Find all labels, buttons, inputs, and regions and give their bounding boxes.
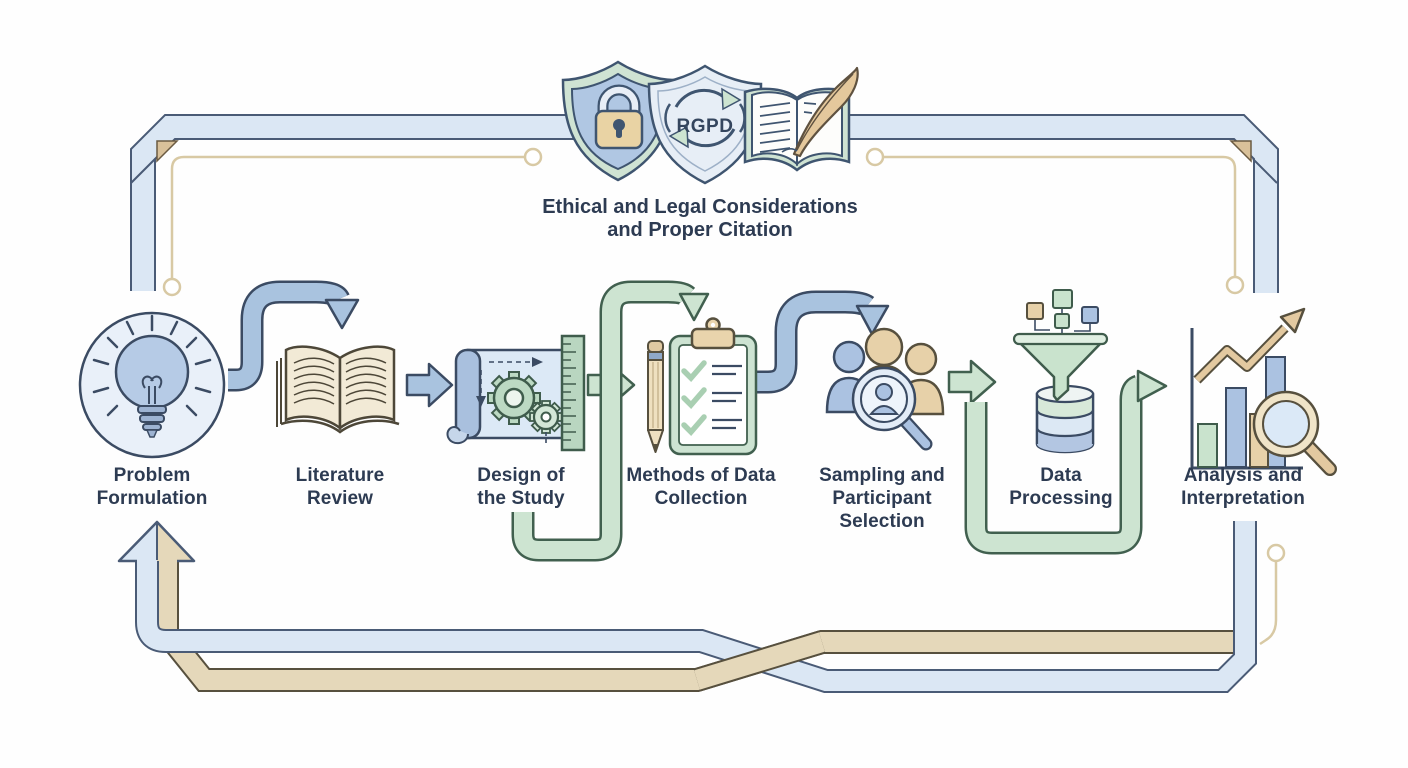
step-label-data-processing: Data Processing xyxy=(1009,465,1113,509)
chart-magnifier-icon xyxy=(1190,307,1337,476)
step-label-sampling-selection: Sampling and Participant Selection xyxy=(819,465,945,532)
cycle-arrow-bottom xyxy=(682,128,736,148)
circuit-node xyxy=(1225,275,1245,295)
step-label-methods-collection: Methods of Data Collection xyxy=(626,465,776,509)
rgpd-badge-label: RGPD xyxy=(676,116,734,137)
magnifier xyxy=(851,366,933,451)
book-page-lines xyxy=(293,357,387,405)
circuit-node xyxy=(865,147,885,167)
funnel-database-icon xyxy=(1012,289,1109,454)
guide-arrowhead xyxy=(476,396,486,407)
circuit-traces xyxy=(162,147,1286,646)
data-square-green xyxy=(1052,289,1073,309)
clip xyxy=(690,327,736,350)
ribbon-design-methods-iteration xyxy=(511,280,710,562)
pencil xyxy=(647,340,664,453)
lightbulb-rays xyxy=(92,314,212,417)
ribbon-processing-to-analysis xyxy=(964,369,1168,555)
open-book-icon xyxy=(276,345,400,434)
blueprint-gears-icon xyxy=(446,334,586,452)
circuit-node xyxy=(162,277,182,297)
book-quill-icon xyxy=(743,66,859,172)
arrow-methods-to-sampling xyxy=(757,290,890,394)
database-cylinder xyxy=(1035,384,1095,454)
frame-fold-line-left xyxy=(130,158,156,184)
cycle-arrow-top xyxy=(674,88,728,108)
step-label-problem-formulation: Problem Formulation xyxy=(96,465,208,509)
step-label-design-of-study: Design of the Study xyxy=(477,465,565,509)
paren-left xyxy=(664,103,672,133)
return-loop-bands xyxy=(117,520,1257,693)
people-magnifier-icon xyxy=(825,327,945,451)
arrow-problem-to-literature xyxy=(228,280,360,392)
data-square-blue xyxy=(1081,306,1099,324)
circuit-trace-top-left xyxy=(170,155,525,278)
circuit-node xyxy=(1266,543,1286,563)
frame-fold-triangle-right xyxy=(1229,140,1252,163)
gear-small xyxy=(529,400,563,444)
funnel xyxy=(1012,332,1109,402)
lightbulb-icon xyxy=(78,311,226,459)
gear-large xyxy=(487,371,541,425)
data-square-green-small xyxy=(1054,313,1070,329)
bar-green xyxy=(1197,423,1218,468)
checklist xyxy=(681,360,742,437)
arrow-literature-to-design xyxy=(405,362,454,408)
shield-rgpd-icon xyxy=(647,64,763,185)
blueprint-guides xyxy=(480,361,532,396)
loop-up-arrowhead xyxy=(117,520,196,563)
quill-feather xyxy=(781,66,859,158)
shield-lock-icon xyxy=(561,60,675,182)
diagram-title: Ethical and Legal Considerations and Pro… xyxy=(542,196,858,241)
circuit-trace-top-right xyxy=(883,155,1237,276)
data-square-tan xyxy=(1026,302,1044,320)
keyhole xyxy=(613,119,625,131)
ruler xyxy=(560,334,586,452)
clipboard-checklist-icon xyxy=(647,317,758,456)
trend-arrow xyxy=(1193,307,1306,384)
guide-arrowhead xyxy=(532,357,543,367)
frame-fold-triangle-left xyxy=(156,140,179,163)
arrow-sampling-to-processing xyxy=(947,359,997,405)
book-page-lines xyxy=(759,102,817,153)
circuit-trace-bottom-right xyxy=(1259,561,1278,646)
magnifier xyxy=(1252,390,1337,476)
step-label-literature-review: Literature Review xyxy=(295,465,385,509)
circuit-node xyxy=(523,147,543,167)
bar-blue xyxy=(1225,387,1247,468)
step-label-analysis-interpretation: Analysis and Interpretation xyxy=(1181,465,1305,509)
frame-fold-line-right xyxy=(1252,158,1278,184)
